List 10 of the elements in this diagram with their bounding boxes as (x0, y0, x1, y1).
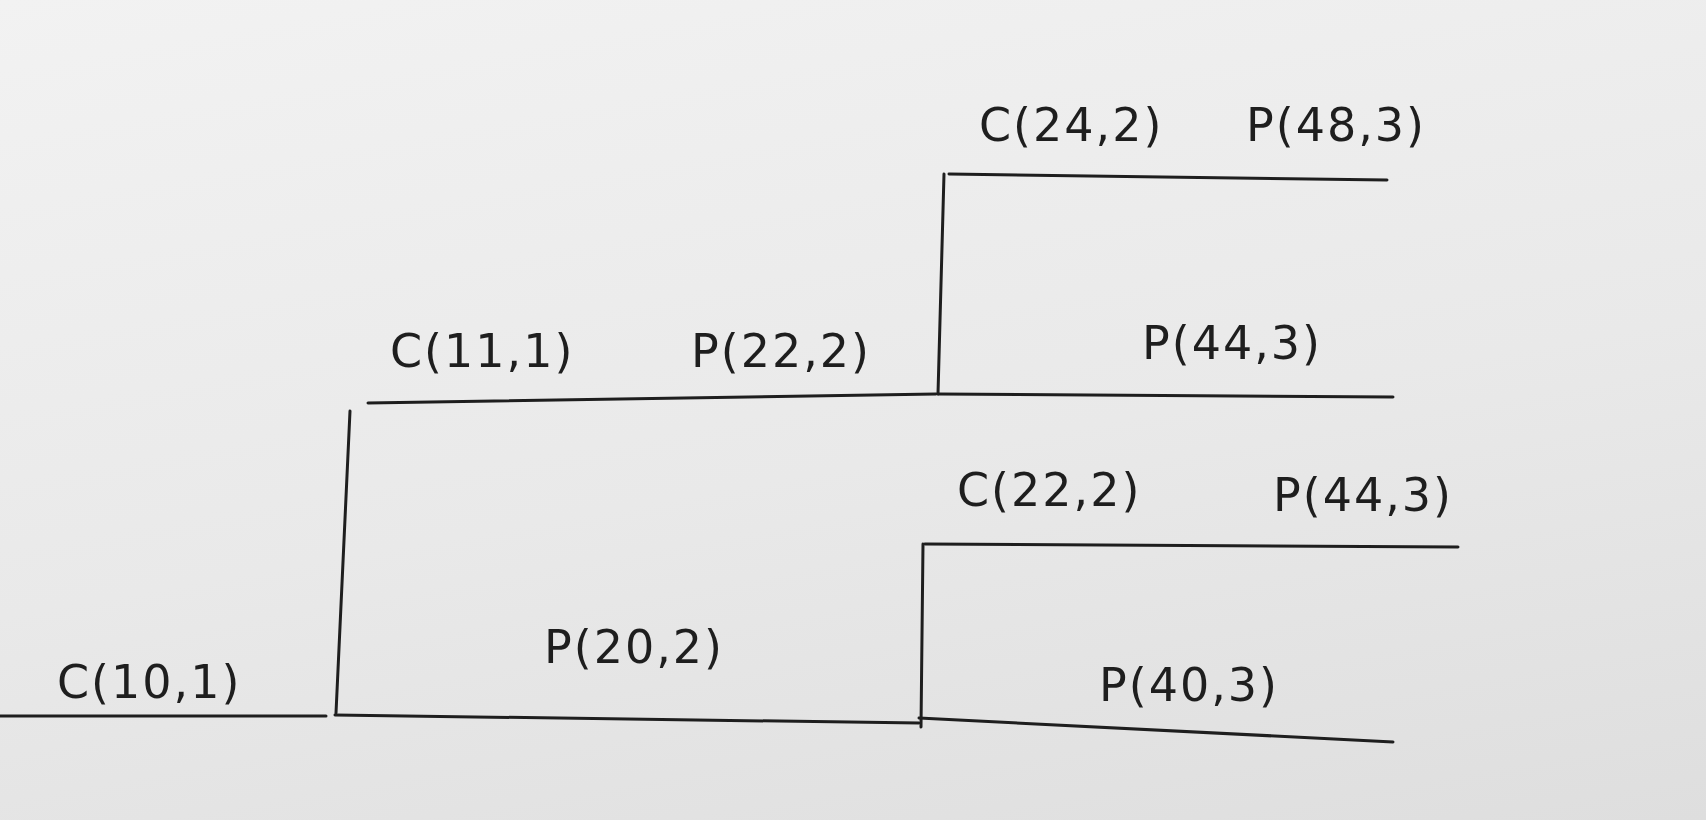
value-label: C(11,1) (390, 328, 575, 374)
value-label: P(20,2) (544, 624, 725, 670)
value-label: P(40,3) (1099, 662, 1280, 708)
value-label: P(22,2) (691, 328, 872, 374)
value-label: C(10,1) (57, 659, 242, 705)
value-label: P(44,3) (1142, 320, 1323, 366)
value-label: P(44,3) (1273, 472, 1454, 518)
value-label: P(48,3) (1246, 102, 1427, 148)
value-label: C(22,2) (957, 467, 1142, 513)
value-label: C(24,2) (979, 102, 1164, 148)
